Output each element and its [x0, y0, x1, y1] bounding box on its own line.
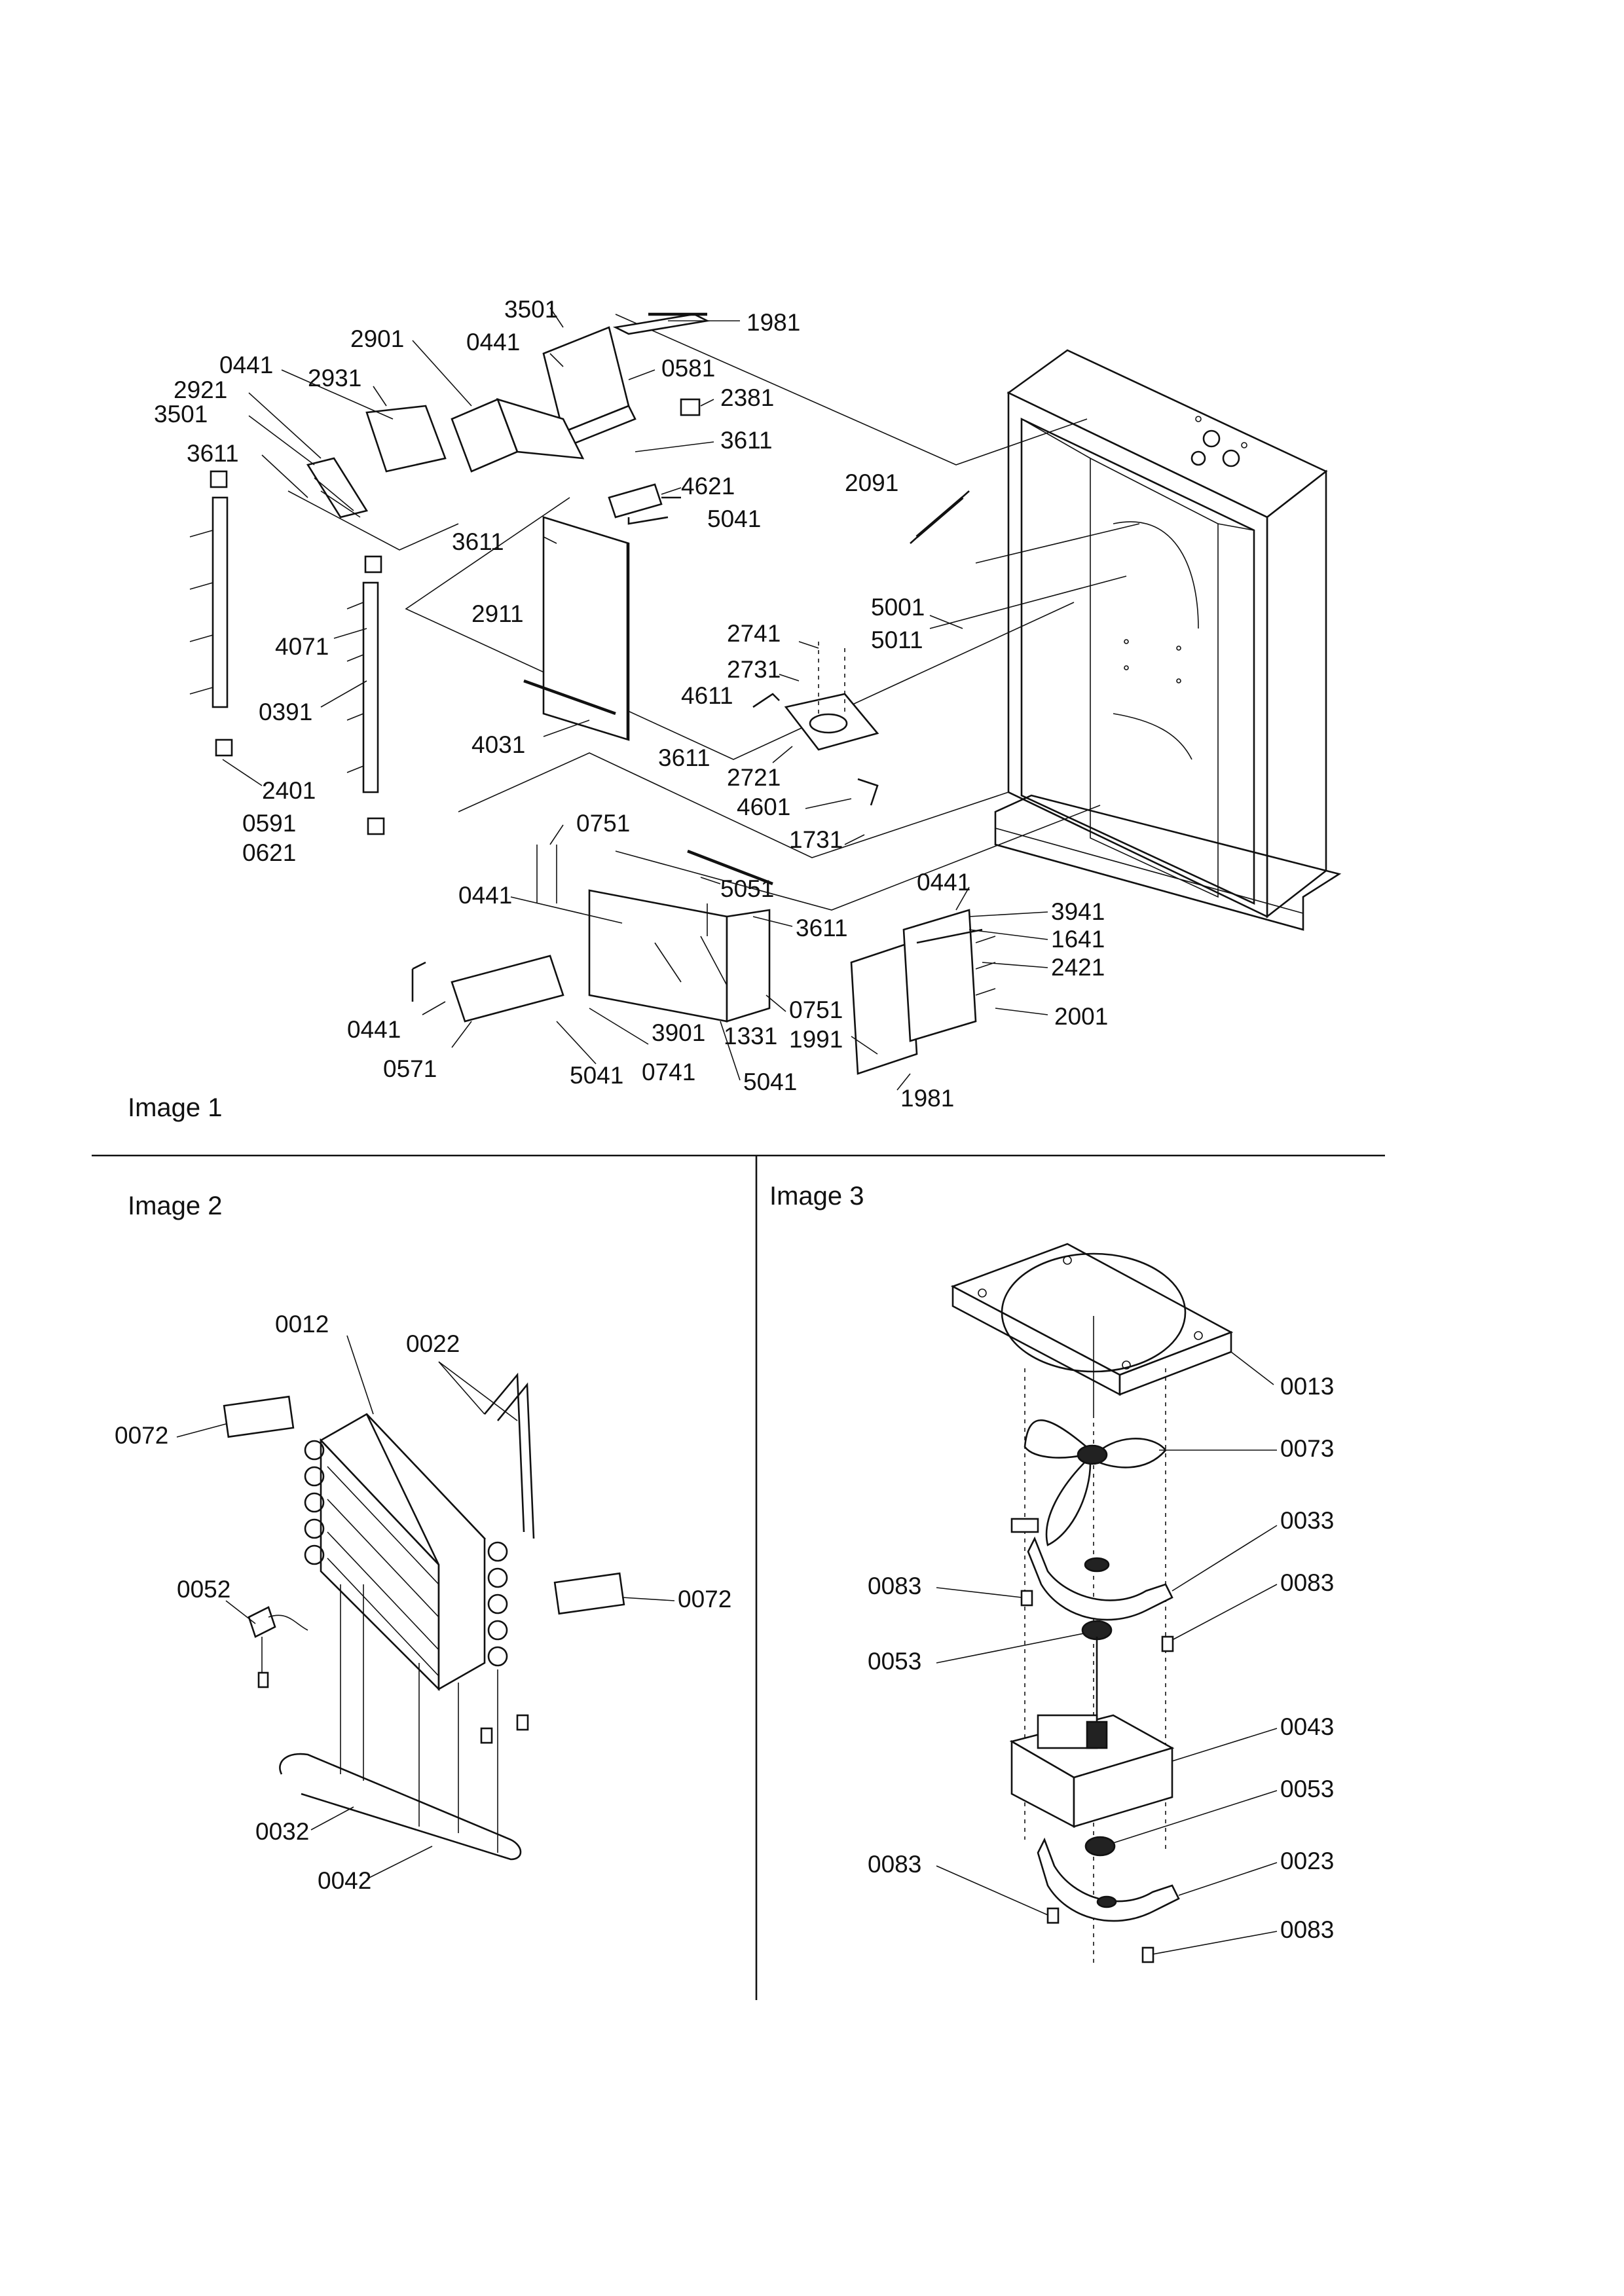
callout-label: 0391 [259, 699, 312, 725]
callout-label: 0441 [917, 869, 970, 896]
callout-label: 0441 [219, 352, 273, 378]
callout-label: 2381 [720, 384, 774, 411]
screw-icons [1020, 1590, 1174, 1963]
callout-label: 0042 [318, 1867, 371, 1894]
callout-label: 1981 [747, 309, 800, 336]
image2-caption: Image 2 [128, 1192, 223, 1220]
callout-label: 4031 [471, 731, 525, 758]
callout-label: 0441 [347, 1016, 401, 1043]
callout-label: 1981 [900, 1085, 954, 1112]
image1-leaders [222, 307, 1048, 1091]
callout-label: 2001 [1054, 1003, 1108, 1030]
callout-label: 0052 [177, 1576, 231, 1603]
callout-label: 4071 [275, 633, 329, 660]
callout-label: 5041 [707, 505, 761, 532]
callout-label: 0083 [1280, 1569, 1334, 1596]
callout-label: 0751 [789, 996, 843, 1023]
callout-label: 3901 [652, 1019, 705, 1046]
callout-label: 5051 [720, 875, 774, 902]
callout-label: 1731 [789, 826, 843, 853]
callout-label: 2421 [1051, 954, 1105, 981]
callout-label: 0073 [1280, 1435, 1334, 1462]
image1-callouts: 3501 1981 0441 0581 2901 0441 2931 2921 … [154, 296, 1108, 1112]
callout-label: 0083 [868, 1851, 921, 1878]
callout-label: 0083 [868, 1573, 921, 1599]
callout-label: 0741 [642, 1059, 695, 1085]
callout-label: 1991 [789, 1026, 843, 1053]
callout-label: 0621 [242, 839, 296, 866]
callout-label: 3611 [720, 427, 773, 454]
coil-bends-left [304, 1440, 325, 1565]
callout-label: 0013 [1280, 1373, 1334, 1400]
callout-label: 4611 [681, 682, 733, 709]
callout-label: 1331 [724, 1023, 777, 1049]
callout-label: 2721 [727, 764, 781, 791]
callout-label: 3501 [154, 401, 208, 428]
callout-label: 0023 [1280, 1848, 1334, 1874]
callout-label: 2901 [350, 325, 404, 352]
refrigerator-cabinet-illustration [994, 349, 1342, 931]
callout-label: 2091 [845, 469, 898, 496]
callout-label: 2741 [727, 620, 781, 647]
callout-label: 0033 [1280, 1507, 1334, 1534]
callout-label: 4621 [681, 473, 735, 500]
callout-label: 5001 [871, 594, 925, 621]
callout-label: 2911 [471, 600, 524, 627]
callout-label: 3611 [187, 440, 239, 467]
condenser-assembly [850, 909, 996, 1075]
callout-label: 0012 [275, 1311, 329, 1338]
callout-label: 5041 [743, 1068, 797, 1095]
callout-label: 0571 [383, 1055, 437, 1082]
callout-label: 0072 [115, 1422, 168, 1449]
callout-label: 2401 [262, 777, 316, 804]
callout-label: 3941 [1051, 898, 1105, 925]
callout-label: 0083 [1280, 1916, 1334, 1943]
callout-label: 3611 [796, 915, 848, 941]
image3-caption: Image 3 [769, 1182, 864, 1211]
image3-panel: Image 3 [769, 1182, 1334, 1964]
fan-motor-assembly-illustration [950, 1243, 1234, 1964]
callout-label: 0072 [678, 1586, 731, 1613]
callout-label: 1641 [1051, 926, 1105, 953]
callout-label: 0751 [576, 810, 630, 837]
callout-label: 0441 [466, 329, 520, 355]
callout-label: 2931 [308, 365, 361, 392]
callout-label: 2731 [727, 656, 781, 683]
callout-label: 2921 [174, 376, 227, 403]
callout-label: 0581 [661, 355, 715, 382]
callout-label: 0032 [255, 1818, 309, 1845]
callout-label: 3611 [658, 744, 710, 771]
callout-label: 0053 [868, 1648, 921, 1675]
callout-label: 0441 [458, 882, 512, 909]
image1-caption: Image 1 [128, 1093, 223, 1122]
callout-label: 0043 [1280, 1713, 1334, 1740]
callout-label: 5011 [871, 627, 923, 653]
callout-label: 3611 [452, 528, 504, 555]
callout-label: 4601 [737, 793, 790, 820]
callout-label: 0022 [406, 1330, 460, 1357]
callout-label: 0053 [1280, 1776, 1334, 1802]
callout-label: 0591 [242, 810, 296, 837]
image2-panel: Image 2 [115, 1192, 731, 1894]
side-bracket-left [189, 470, 385, 835]
callout-label: 3501 [504, 296, 558, 323]
evaporator-coil-illustration [223, 1372, 625, 1861]
callout-label: 5041 [570, 1062, 623, 1089]
image1-panel: 3501 1981 0441 0581 2901 0441 2931 2921 … [128, 296, 1342, 1122]
coil-bends-right [487, 1541, 508, 1667]
